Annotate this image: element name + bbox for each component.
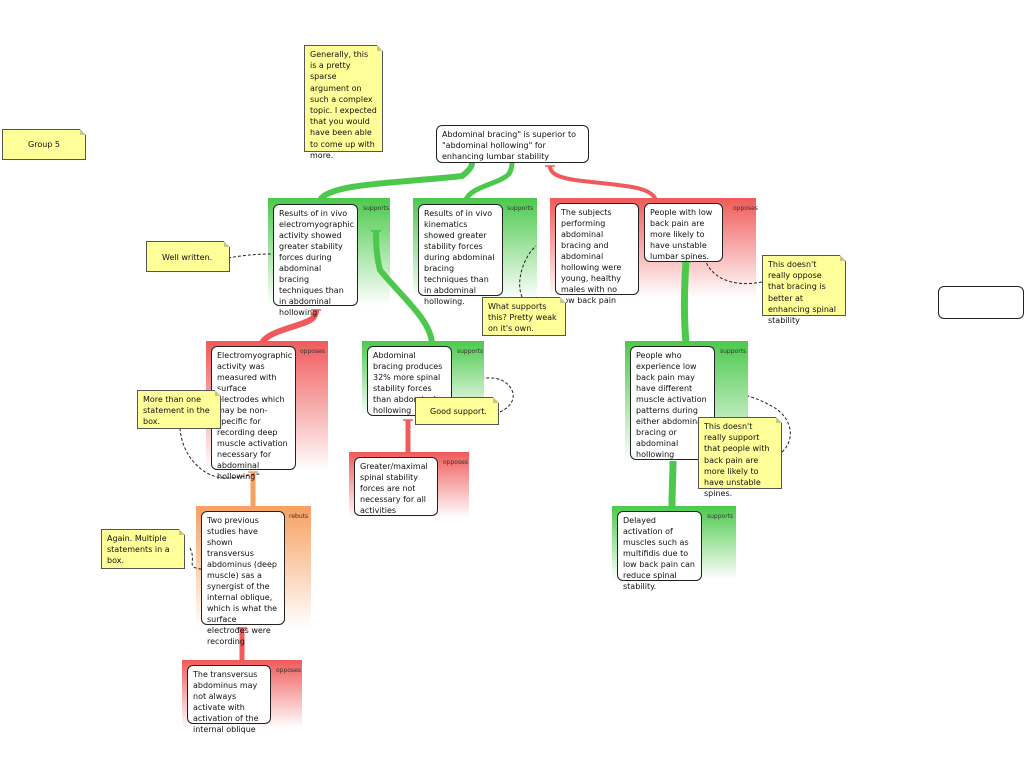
tag-supports-emg: supports [363, 205, 390, 212]
note-sparse-argument: Generally, this is a pretty sparse argum… [304, 45, 383, 160]
connector-delayed [668, 460, 677, 509]
tag-opposes-emg-measured: opposes [300, 348, 325, 355]
note-more-than-one: More than one statement in the box. [137, 390, 221, 429]
note-good-support: Good support. [415, 397, 499, 425]
claim-greater-maximal[interactable]: Greater/maximal spinal stability forces … [354, 457, 438, 516]
claim-transversus[interactable]: The transversus abdominus may not always… [187, 665, 271, 734]
note-pointer-good-support [483, 377, 514, 413]
tag-supports-patterns: supports [720, 348, 747, 355]
tag-opposes-transversus: opposes [276, 667, 301, 674]
claim-low-back-pain[interactable]: People with low back pain are more likel… [644, 203, 723, 262]
tag-supports-delayed: supports [707, 513, 734, 520]
note-pointer-well-written [227, 253, 273, 259]
note-what-supports: What supports this? Pretty weak on it's … [482, 297, 566, 336]
tag-supports-bracing32: supports [457, 348, 484, 355]
tag-supports-kinematics: supports [507, 205, 534, 212]
claim-emg-results[interactable]: Results of in vivo electromyographic act… [273, 204, 358, 317]
claim-kinematics-results[interactable]: Results of in vivo kinematics showed gre… [418, 204, 503, 306]
tag-opposes-greater: opposes [443, 459, 468, 466]
note-pointer-not-support [747, 395, 791, 453]
note-pointer-what-supports [519, 245, 537, 298]
tag-rebuts-studies: rebuts [289, 513, 309, 520]
connector-bracing32 [373, 230, 435, 344]
connector-opposes-to-root [548, 165, 658, 202]
claim-emg-measured[interactable]: Electromyographic activity was measured … [211, 346, 296, 481]
note-well-written: Well written. [146, 241, 230, 272]
claim-subjects-young[interactable]: The subjects performing abdominal bracin… [555, 203, 639, 305]
tag-opposes-top: opposes [733, 205, 758, 212]
group-label-note: Group 5 [2, 129, 86, 160]
connector-emg-to-root [317, 162, 475, 202]
connector-kinematics-to-root [463, 162, 515, 202]
root-claim[interactable]: Abdominal bracing" is superior to "abdom… [436, 125, 589, 163]
note-not-support: This doesn't really support that people … [698, 417, 782, 498]
note-not-oppose: This doesn't really oppose that bracing … [762, 255, 846, 325]
connector-emg-measured [259, 309, 319, 345]
claim-delayed-activation[interactable]: Delayed activation of muscles such as mu… [617, 511, 702, 591]
claim-two-studies[interactable]: Two previous studies have shown transver… [201, 511, 285, 646]
note-again-multiple: Again. Multiple statements in a box. [101, 529, 185, 569]
empty-claim-box[interactable] [938, 286, 1024, 319]
connector-patterns [681, 261, 690, 344]
